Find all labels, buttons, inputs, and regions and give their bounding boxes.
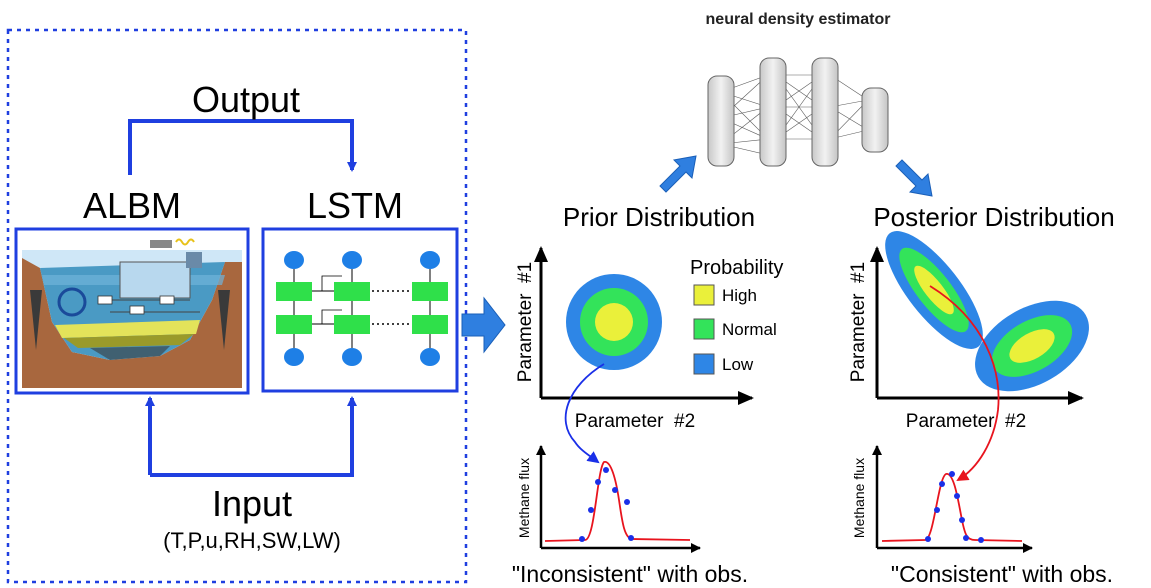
output-label: Output xyxy=(192,79,300,120)
model-frame xyxy=(6,28,468,584)
prior-sample-arrow xyxy=(564,363,605,464)
posterior-title: Posterior Distribution xyxy=(873,202,1114,232)
posterior-density-contours xyxy=(885,231,1089,392)
inconsistent-caption: "Inconsistent" with obs. xyxy=(512,561,748,587)
input-variables: (T,P,u,RH,SW,LW) xyxy=(163,528,341,553)
consistent-caption: "Consistent" with obs. xyxy=(891,561,1113,587)
prior-observation-dots xyxy=(579,467,634,542)
prior-density-contours xyxy=(566,274,662,370)
legend-label-high: High xyxy=(722,286,757,305)
lstm-label: LSTM xyxy=(307,185,403,226)
prior-fit-curve xyxy=(544,461,691,542)
lstm-network xyxy=(276,251,448,366)
posterior-y-label: Parameter #1 xyxy=(848,262,869,382)
posterior-fit-curve xyxy=(881,473,1023,542)
posterior-sample-arrow xyxy=(929,285,1000,482)
posterior-flux-y-label: Methane flux xyxy=(851,458,867,538)
posterior-observation-dots xyxy=(925,471,984,543)
albm-label: ALBM xyxy=(83,185,181,226)
legend-swatch-high xyxy=(693,284,715,306)
flow-arrow-icon xyxy=(461,296,506,354)
prior-flux-y-label: Methane flux xyxy=(516,458,532,538)
neural-network-icon xyxy=(707,57,889,167)
legend-label-low: Low xyxy=(722,355,754,374)
nde-title: neural density estimator xyxy=(706,11,891,28)
input-connector-right xyxy=(150,396,357,477)
legend-title: Probability xyxy=(690,257,783,279)
output-connector xyxy=(128,119,357,175)
prior-title: Prior Distribution xyxy=(563,202,755,232)
legend-swatch-low xyxy=(693,353,715,375)
posterior-x-label: Parameter #2 xyxy=(906,411,1026,432)
legend-swatch-normal xyxy=(693,318,715,340)
probability-legend: Probability High Normal Low xyxy=(690,257,783,375)
prior-y-label: Parameter #1 xyxy=(515,262,536,382)
lstm-box xyxy=(261,227,459,393)
prior-x-label: Parameter #2 xyxy=(575,411,695,432)
input-label: Input xyxy=(212,483,292,524)
albm-box xyxy=(14,227,250,395)
arrow-from-nde-icon xyxy=(895,159,933,197)
legend-label-normal: Normal xyxy=(722,320,777,339)
arrow-to-nde-icon xyxy=(659,155,697,193)
lake-illustration xyxy=(22,234,242,388)
